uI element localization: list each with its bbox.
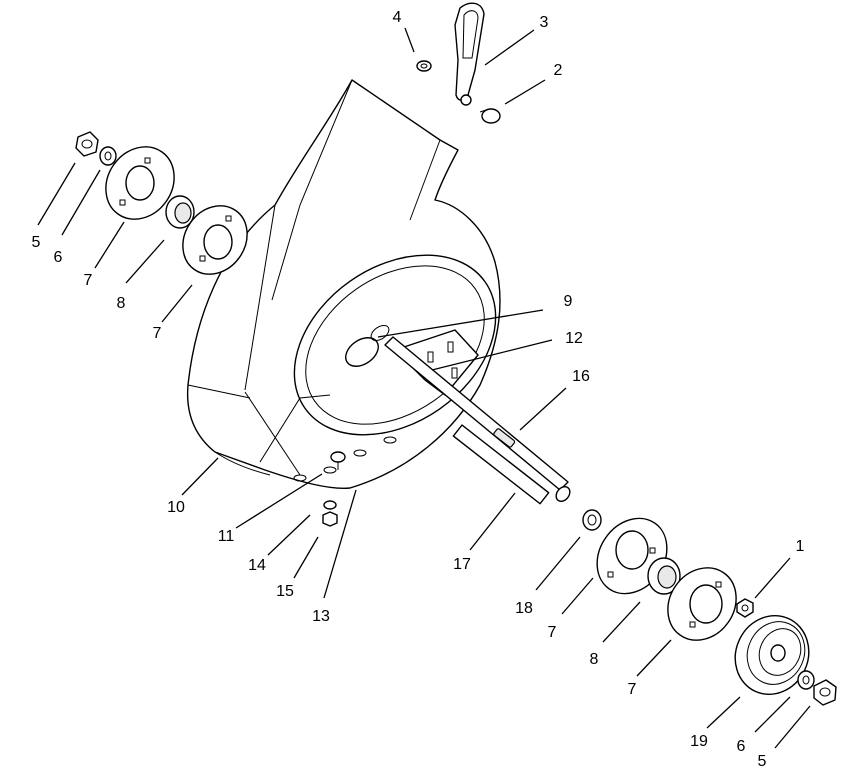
left-bearing	[165, 195, 195, 229]
callout-7-left-inner: 7	[153, 325, 162, 342]
callout-1: 1	[796, 538, 805, 555]
woodruff-key	[493, 428, 516, 448]
callout-19: 19	[690, 733, 708, 750]
callout-17: 17	[453, 556, 471, 573]
callout-7-left-outer: 7	[84, 272, 93, 289]
callout-8-left: 8	[117, 295, 126, 312]
callout-13: 13	[312, 608, 330, 625]
blower-housing	[186, 79, 501, 490]
right-washer	[797, 670, 815, 690]
callout-12: 12	[565, 330, 583, 347]
right-bearing	[647, 557, 681, 595]
right-flange-outer	[667, 567, 737, 641]
callout-labels: 1 2 3 4 5 6 7 8 7 9 10 11 12 13 14 15 16…	[32, 9, 805, 770]
callout-11: 11	[218, 528, 235, 545]
callout-5-right: 5	[758, 753, 767, 770]
impeller-blade	[394, 329, 479, 396]
callout-14: 14	[248, 557, 266, 574]
right-small-nut	[736, 598, 754, 618]
callout-6-left: 6	[54, 249, 63, 266]
callout-5-left: 5	[32, 234, 41, 251]
leader-lines	[37, 27, 811, 749]
bolt-nut	[322, 511, 338, 527]
small-nut-top	[416, 60, 432, 72]
callout-3: 3	[540, 14, 549, 31]
right-hex-nut	[813, 679, 837, 706]
callout-7-right-outer: 7	[628, 681, 637, 698]
carriage-bolt	[330, 451, 346, 470]
bolt-washer	[323, 500, 337, 510]
left-washer	[99, 146, 117, 166]
callout-7-right-inner: 7	[548, 624, 557, 641]
left-flange-outer	[105, 146, 175, 220]
callout-4: 4	[393, 9, 402, 26]
chute-handle	[454, 2, 485, 106]
callout-15: 15	[276, 583, 294, 600]
callout-8-right: 8	[590, 651, 599, 668]
callout-16: 16	[572, 368, 590, 385]
left-hex-nut	[75, 131, 99, 157]
right-spacer	[582, 509, 602, 531]
pulley	[734, 614, 810, 696]
clevis-pin	[479, 108, 501, 124]
callout-2: 2	[554, 62, 563, 79]
callout-9: 9	[564, 293, 573, 310]
callout-18: 18	[515, 600, 533, 617]
left-flange-inner	[182, 205, 248, 275]
callout-10: 10	[167, 499, 185, 516]
callout-6-right: 6	[737, 738, 746, 755]
